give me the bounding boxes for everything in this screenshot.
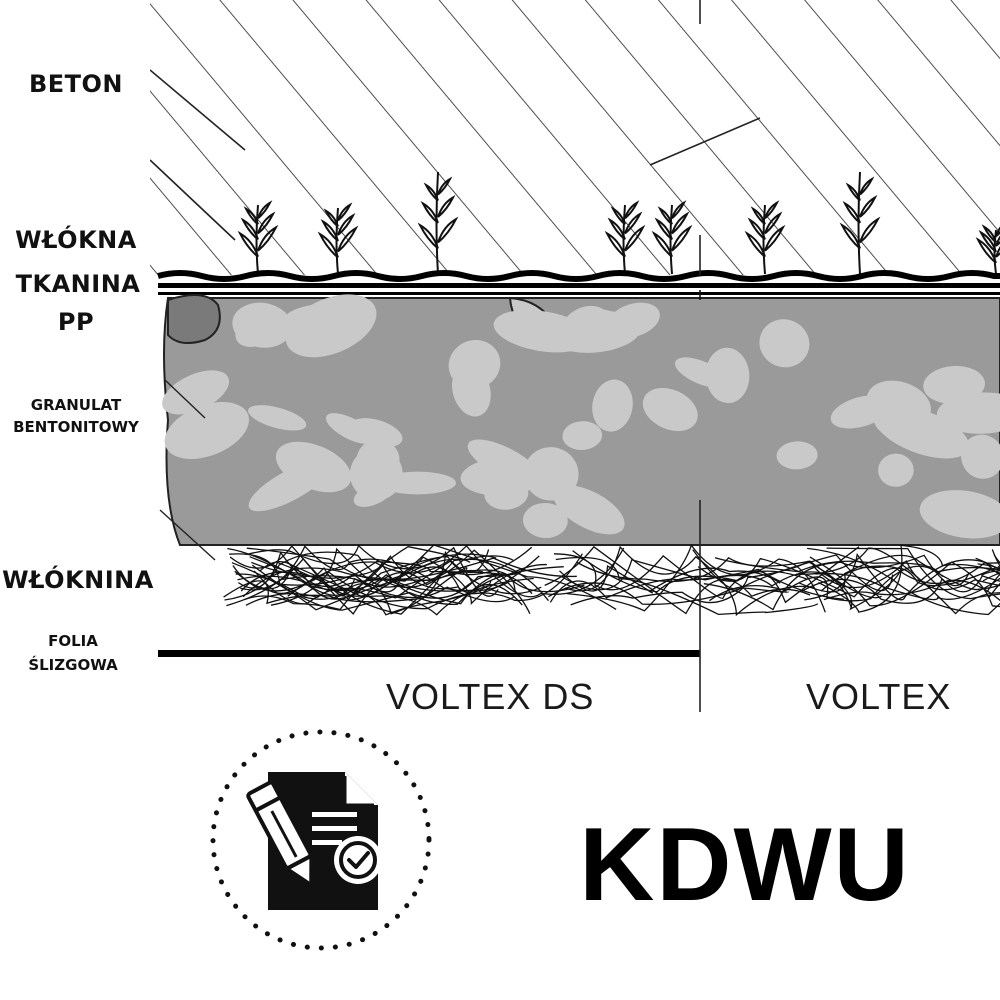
fibre-sprig: [317, 202, 359, 275]
granule: [349, 447, 403, 501]
fleece-fibre: [826, 547, 1000, 600]
label-beton: BETON: [28, 70, 124, 98]
label-granulat: GRANULAT: [30, 396, 122, 414]
fleece-fibre: [804, 552, 1000, 601]
slide-foil-layer: [158, 650, 700, 657]
granule: [961, 434, 1000, 479]
granule: [493, 309, 591, 353]
label-wloknina: WŁÓKNINA: [2, 566, 154, 594]
fibre-sprig: [417, 171, 459, 275]
fleece-fibre: [287, 544, 625, 598]
granule: [448, 340, 501, 389]
fibre-sprig: [604, 200, 646, 275]
fleece-fibre: [815, 572, 1000, 601]
bentonite-granulate-layer: [162, 294, 1000, 546]
fleece-fibre: [242, 567, 585, 598]
granule: [936, 392, 1000, 434]
granule: [874, 405, 970, 459]
fleece-fibre: [714, 557, 1000, 573]
granule: [878, 453, 914, 487]
fleece-fibre: [249, 556, 564, 592]
fleece-fibre: [812, 560, 1000, 591]
granule: [284, 303, 359, 328]
fibres-layer: [237, 171, 1000, 275]
granule: [484, 477, 529, 510]
granule: [705, 347, 750, 404]
granule: [248, 405, 307, 431]
granule: [642, 387, 698, 432]
label-folia: FOLIA: [48, 632, 98, 650]
fleece-fibre: [251, 561, 516, 606]
granule: [592, 379, 633, 432]
fibre-sprig: [839, 171, 881, 275]
fleece-fibre: [820, 562, 1000, 592]
fleece-fibre: [575, 556, 882, 599]
granule: [553, 485, 625, 535]
fleece-fibre: [818, 544, 1000, 613]
fleece-fibre: [570, 587, 789, 606]
granule: [275, 441, 352, 493]
fleece-fibre: [561, 558, 853, 609]
granule: [235, 312, 278, 347]
fleece-fibre: [566, 543, 826, 613]
granule: [325, 413, 375, 444]
fleece-fibre: [245, 560, 542, 606]
granule: [164, 402, 249, 459]
fleece-fibre: [235, 555, 540, 600]
granule: [572, 308, 631, 337]
label-pp: PP: [57, 308, 95, 336]
document-signed-icon: [246, 772, 382, 910]
fibre-sprig: [237, 200, 279, 275]
product-name-voltex: VOLTEX: [806, 676, 952, 717]
fleece-fibre: [572, 546, 860, 604]
fleece-fibre: [237, 575, 492, 616]
fleece-fibre: [709, 565, 944, 602]
granule: [562, 421, 603, 451]
concrete-layer: [150, 0, 1000, 275]
fleece-fibre: [248, 544, 499, 597]
kdwu-title: KDWU: [579, 807, 911, 923]
fleece-fibre: [544, 545, 811, 615]
label-tkanina: TKANINA: [15, 270, 141, 298]
granule: [759, 319, 810, 368]
nonwoven-fleece-layer: [223, 543, 1000, 617]
granule: [674, 357, 728, 388]
fleece-fibre: [232, 553, 583, 610]
granule: [776, 441, 818, 470]
fleece-fibre: [559, 565, 781, 594]
granule: [919, 490, 1000, 539]
fleece-fibre: [253, 566, 533, 605]
label-bentonitowy: BENTONITOWY: [13, 418, 139, 436]
product-name-voltex-ds: VOLTEX DS: [386, 676, 595, 717]
granule: [523, 502, 568, 539]
fleece-fibre: [823, 579, 1000, 602]
certificate-badge: [210, 729, 432, 951]
leader-lines: [159, 379, 216, 561]
fleece-fibre: [564, 545, 815, 617]
fleece-fibre: [243, 546, 471, 611]
label-slizgowa: ŚLIZGOWA: [28, 656, 118, 674]
pp-fabric-layer: [157, 270, 1000, 295]
fleece-fibre: [252, 564, 523, 611]
fibre-sprig: [651, 200, 693, 275]
fibre-sprig: [744, 200, 786, 275]
label-wlokna: WŁÓKNA: [15, 226, 137, 254]
